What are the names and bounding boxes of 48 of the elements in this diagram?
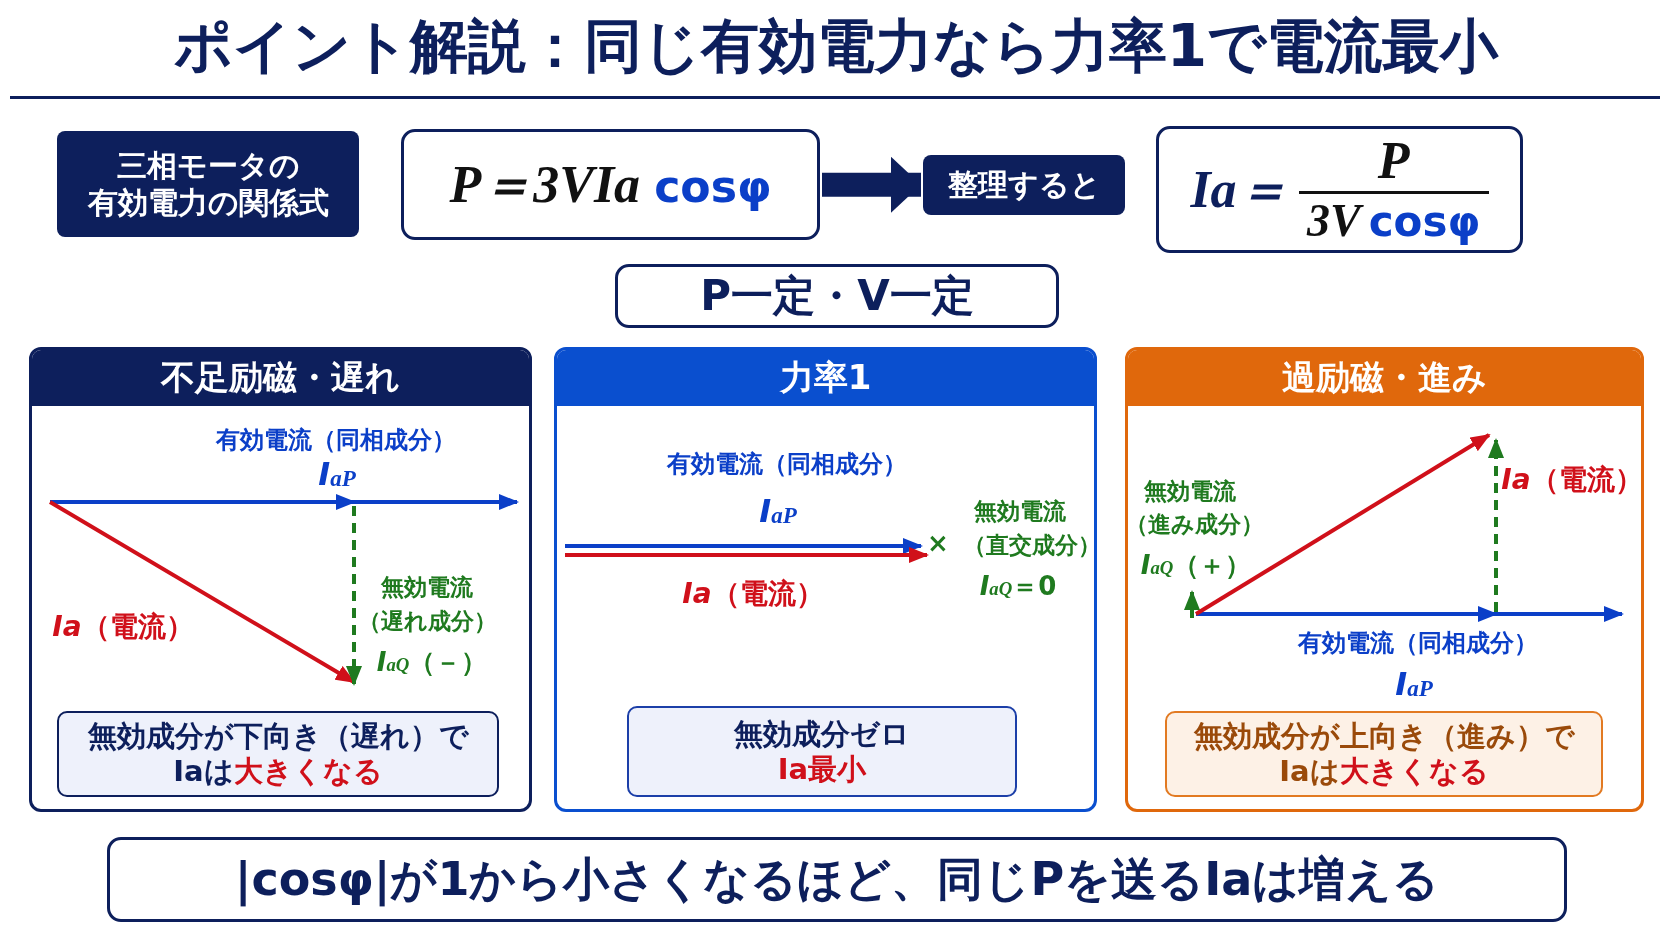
conclusion-box <box>627 706 1017 797</box>
conclusion-text: 大きくなる <box>1339 754 1489 789</box>
diagram-label: 有効電流（同相成分） <box>1298 628 1538 659</box>
conclusion-text: 大きくなる <box>233 754 383 789</box>
conclusion-text: Iaは <box>1279 754 1340 789</box>
formula-box <box>1156 126 1523 253</box>
box-label: 三相モータの <box>116 146 300 184</box>
diagram-label: 無効電流 <box>974 496 1066 526</box>
page-title: ポイント解説：同じ有効電力なら力率1で電流最小 <box>172 11 1500 82</box>
conclusion-box <box>1165 711 1603 797</box>
formula-text: Ia＝ <box>1190 159 1289 220</box>
diagram-label: 無効電流 <box>1144 476 1236 506</box>
box-label: 整理すると <box>947 166 1101 204</box>
conclusion-text: Ia最小 <box>777 751 867 787</box>
diagram-label: Ia（電流） <box>682 576 824 612</box>
cosine-term: cosφ <box>1368 201 1481 243</box>
case-panel <box>29 347 532 812</box>
diagram-label: （直交成分） <box>963 530 1101 560</box>
summary-box <box>107 837 1567 922</box>
diagram-label: 有効電流（同相成分） <box>216 425 456 456</box>
diagram-label: 無効電流 <box>381 572 473 602</box>
box-text: P一定・V一定 <box>700 270 974 322</box>
box-text: |cosφ|が1から小さくなるほど、同じPを送るIaは増える <box>234 850 1440 909</box>
panel-header: 過励磁・進み <box>1128 350 1641 406</box>
diagram-label: （遅れ成分） <box>357 606 497 636</box>
formula-text: P＝3VIa <box>449 154 641 215</box>
diagram-label: × <box>927 528 949 558</box>
conclusion-text: 無効成分が下向き（遅れ）で <box>87 719 469 754</box>
numerator: P <box>1377 135 1410 187</box>
case-panel <box>554 347 1097 812</box>
conclusion-text: 無効成分ゼロ <box>734 716 910 752</box>
diagram-label: （進み成分） <box>1124 509 1264 539</box>
heading-box <box>57 131 359 237</box>
panel-header: 不足励磁・遅れ <box>32 350 529 406</box>
condition-box <box>615 264 1059 328</box>
box-label: 有効電力の関係式 <box>87 184 329 222</box>
conclusion-text: Iaは <box>173 754 234 789</box>
diagram-label: 有効電流（同相成分） <box>667 449 907 480</box>
diagram-label: Ia（電流） <box>52 609 194 645</box>
arrow <box>822 156 921 213</box>
cosine-term: cosφ <box>654 160 772 212</box>
conclusion-text: 無効成分が上向き（進み）で <box>1193 719 1575 754</box>
heading-box <box>923 155 1125 215</box>
diagram-label: Ia（電流） <box>1501 462 1643 498</box>
panel-header: 力率1 <box>557 350 1094 406</box>
conclusion-box <box>57 711 499 797</box>
formula-box <box>401 129 820 240</box>
case-panel <box>1125 347 1644 812</box>
